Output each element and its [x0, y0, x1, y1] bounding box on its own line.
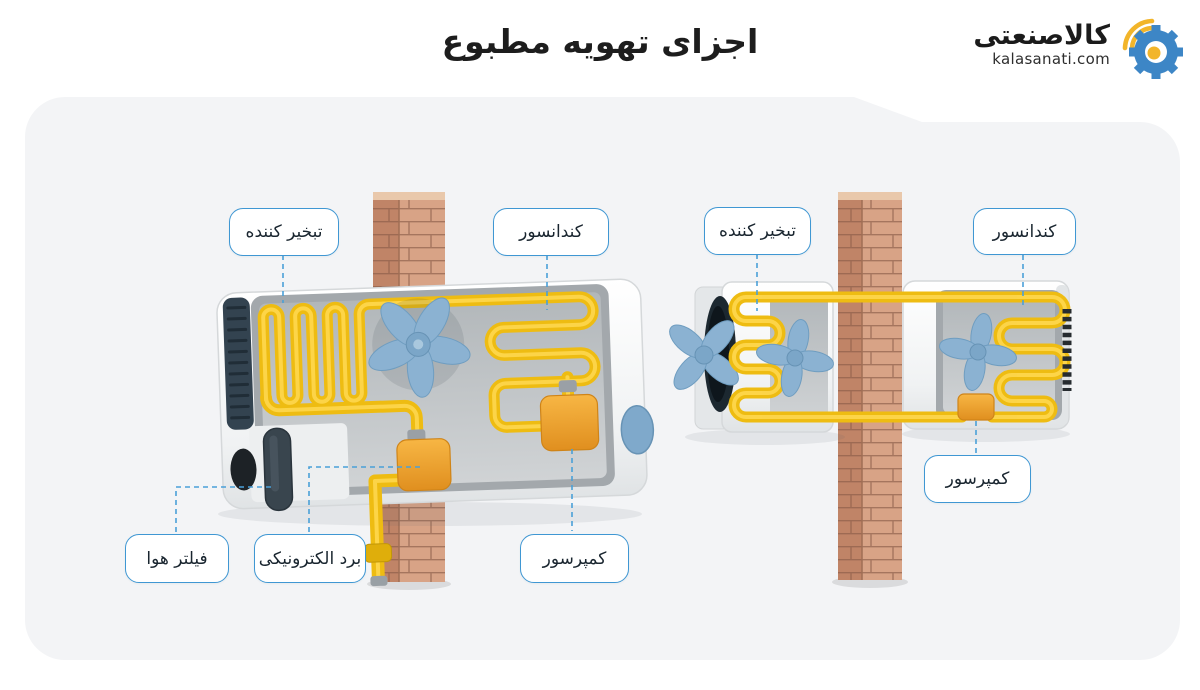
brand-domain: kalasanati.com — [992, 49, 1110, 68]
brand-name: کالاصنعتی — [973, 20, 1110, 52]
split-compressor-box — [957, 393, 995, 421]
label-left-air-filter: فیلتر هوا — [125, 534, 229, 583]
board-connector — [407, 429, 426, 442]
indoor-unit-shadow — [685, 429, 845, 445]
brand-logo: کالاصنعتی kalasanati.com — [973, 8, 1186, 82]
drain-knob — [230, 448, 257, 491]
window-ac-unit — [216, 278, 655, 587]
air-filter-highlight — [269, 435, 280, 492]
compressor-box — [539, 393, 600, 452]
page-title: اجزای تهویه مطبوع — [441, 22, 759, 61]
label-right-condenser: کندانسور — [973, 208, 1076, 255]
label-right-evaporator: تبخیر کننده — [704, 207, 811, 255]
label-right-compressor: کمپرسور — [924, 455, 1031, 503]
axial-propeller-icon — [669, 320, 739, 390]
label-left-evaporator: تبخیر کننده — [229, 208, 339, 256]
label-left-condenser: کندانسور — [493, 208, 609, 256]
gear-icon — [1122, 18, 1183, 79]
right-brick-wall — [832, 192, 908, 588]
label-left-compressor: کمپرسور — [520, 534, 629, 583]
side-vent-grille — [222, 297, 254, 430]
split-pipe-highlights — [732, 295, 1067, 419]
unit-shadow — [218, 502, 642, 526]
pipe-end-cap — [370, 575, 388, 587]
motor-dome — [620, 405, 655, 455]
connector-left-board — [308, 466, 424, 532]
outdoor-unit-shadow — [902, 426, 1070, 442]
electronic-board-box — [396, 438, 452, 492]
label-left-electronic-board: برد الکترونیکی — [254, 534, 366, 583]
connector-left-air-filter — [175, 486, 272, 532]
callout-connectors — [175, 254, 1024, 532]
pipe-clamp — [363, 543, 393, 563]
compressor-connector — [558, 379, 577, 393]
